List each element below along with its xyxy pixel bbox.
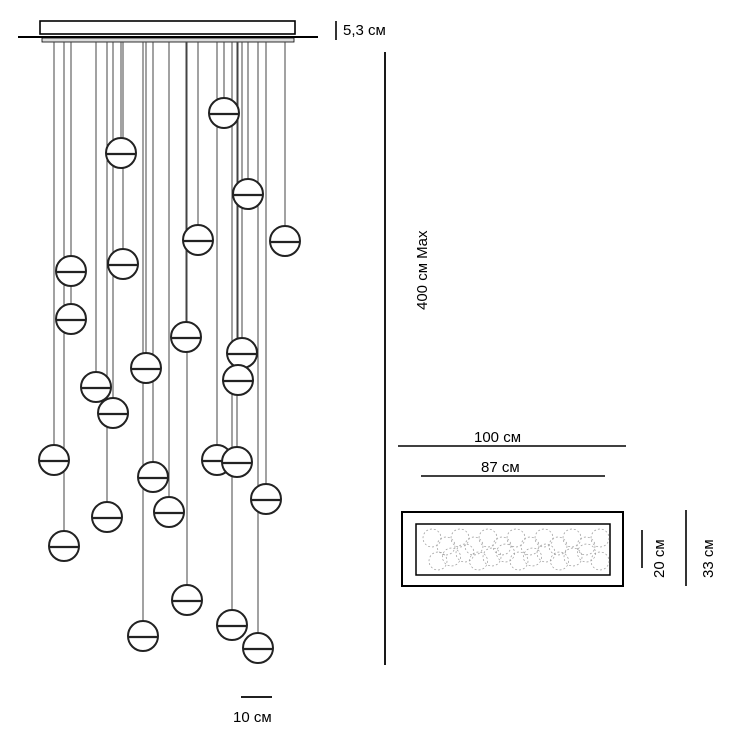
pendant-globe-icon — [130, 352, 162, 384]
pendant-globe-icon — [171, 584, 203, 616]
plan-globe-outline — [550, 551, 569, 571]
plan-globe-outline — [422, 528, 442, 548]
plan-globe-outline — [464, 536, 484, 556]
pendant-globe-icon — [38, 444, 70, 476]
pendant-globe-icon — [48, 530, 80, 562]
pendant-globe-icon — [242, 632, 274, 664]
pendant-globe-icon — [208, 97, 240, 129]
plan-globe-outline — [469, 551, 488, 571]
plan-globe-outline — [590, 551, 610, 571]
pendant-globe-icon — [80, 371, 112, 403]
plan-globe-outline — [478, 528, 498, 548]
pendant-globe-icon — [170, 321, 202, 353]
pendant-cluster — [38, 42, 301, 664]
plan-globe-outline — [442, 547, 461, 567]
plan-globe-outline — [436, 536, 456, 556]
pendant-globe-icon — [97, 397, 129, 429]
plan-globe-outline — [590, 528, 610, 548]
pendant-globe-icon — [221, 446, 253, 478]
pendant-globe-icon — [105, 137, 137, 169]
canopy-height-label: 5,3 см — [343, 22, 386, 39]
plan-globe-outline — [548, 536, 568, 556]
pendant-globe-icon — [216, 609, 248, 641]
pendant-globe-icon — [127, 620, 159, 652]
pendant-globe-icon — [222, 364, 254, 396]
ceiling-canopy-icon — [18, 20, 318, 43]
globe-layout-pattern — [422, 528, 610, 571]
outer-depth-label: 33 см — [700, 539, 717, 578]
pendant-globe-icon — [269, 225, 301, 257]
plan-globe-outline — [576, 536, 596, 556]
inner-width-label: 87 см — [481, 459, 520, 476]
pendant-globe-icon — [226, 337, 258, 369]
max-length-label: 400 см Max — [414, 230, 431, 310]
pendant-globe-icon — [232, 178, 264, 210]
plan-globe-outline — [534, 528, 554, 548]
plan-globe-outline — [428, 551, 448, 571]
pendant-globe-icon — [107, 248, 139, 280]
plan-globe-outline — [523, 547, 542, 567]
pendant-globe-icon — [137, 461, 169, 493]
plan-globe-outline — [509, 551, 529, 571]
outer-width-label: 100 см — [474, 429, 521, 446]
canopy-plan-view — [401, 511, 624, 587]
pendant-globe-icon — [91, 501, 123, 533]
plan-globe-outline — [520, 536, 540, 556]
plan-globe-outline — [482, 547, 502, 567]
pendant-globe-icon — [55, 303, 87, 335]
pendant-globe-icon — [153, 496, 185, 528]
inner-depth-label: 20 см — [651, 539, 668, 578]
plan-globe-outline — [563, 547, 583, 567]
pendant-globe-icon — [250, 483, 282, 515]
pendant-globe-icon — [55, 255, 87, 287]
pendant-globe-icon — [182, 224, 214, 256]
plan-globe-outline — [450, 528, 470, 548]
plan-globe-outline — [562, 528, 582, 548]
plan-globe-outline — [506, 528, 526, 548]
scale-label: 10 см — [233, 709, 272, 726]
